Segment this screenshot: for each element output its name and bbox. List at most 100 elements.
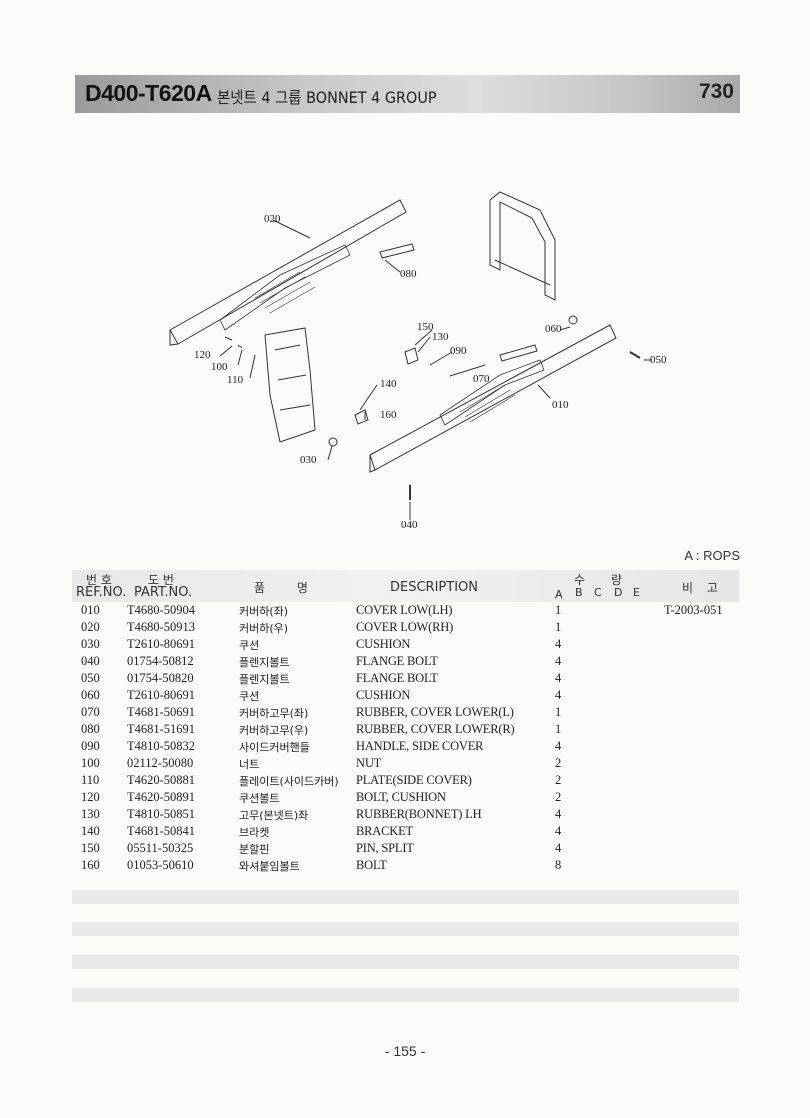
description-header: DESCRIPTION: [390, 580, 478, 595]
korean-name: 브라켓: [239, 826, 270, 839]
quantity: 1: [555, 705, 562, 719]
table-row: 140 T4681-50841 브라켓 BRACKET 4: [72, 823, 739, 840]
ref-no: 050: [81, 671, 100, 685]
quantity: 4: [555, 807, 562, 821]
remark: T-2003-051: [664, 603, 723, 617]
empty-row-stripe: [72, 988, 739, 1002]
group-title: 본넷트 4 그룹 BONNET 4 GROUP: [217, 88, 437, 107]
table-row: 010 T4680-50904 커버하(좌) COVER LOW(LH) 1 T…: [72, 602, 739, 619]
part-no: T4681-50841: [127, 824, 196, 838]
ref-no: 140: [81, 824, 100, 838]
table-row: 090 T4810-50832 사이드커버핸들 HANDLE, SIDE COV…: [72, 738, 739, 755]
quantity: 1: [555, 620, 562, 634]
part-no: T4681-51691: [127, 722, 196, 736]
ref-header: REF.NO.: [76, 585, 127, 600]
description: RUBBER(BONNET) LH: [356, 807, 482, 821]
table-row: 060 T2610-80691 쿠션 CUSHION 4: [72, 687, 739, 704]
description: COVER LOW(RH): [356, 620, 454, 634]
label-110: 110: [227, 374, 244, 386]
quantity: 1: [555, 603, 562, 617]
quantity: 2: [555, 756, 562, 770]
header-banner: D400-T620A 본넷트 4 그룹 BONNET 4 GROUP 730: [75, 75, 740, 113]
part-no: T2610-80691: [127, 688, 196, 702]
korean-name: 플렌지볼트: [239, 656, 290, 669]
empty-row-stripe: [72, 955, 739, 969]
ref-no: 100: [81, 756, 100, 770]
description: BOLT: [356, 858, 387, 872]
page-number: - 155 -: [384, 1043, 426, 1059]
korean-name: 커버하고무(좌): [239, 707, 309, 720]
part-no: T4680-50904: [127, 603, 196, 617]
table-row: 150 05511-50325 분할핀 PIN, SPLIT 4: [72, 840, 739, 857]
part-no: T2610-80691: [127, 637, 196, 651]
diagram-labels: 020 080 150 130 090 060 050 120 100 110 …: [194, 213, 667, 531]
table-row: 160 01053-50610 와셔붙임볼트 BOLT 8: [72, 857, 739, 874]
description: CUSHION: [356, 637, 411, 651]
qty-sub-a: A: [555, 588, 563, 601]
table-row: 130 T4810-50851 고무(본넷트)좌 RUBBER(BONNET) …: [72, 806, 739, 823]
korean-name: 너트: [239, 758, 260, 771]
table-header: 번 호 REF.NO. 도 번 PART.NO. 품 명 DESCRIPTION…: [72, 570, 739, 602]
qty-sub-c: C: [594, 586, 602, 599]
table-row: 110 T4620-50881 플레이트(사이드카버) PLATE(SIDE C…: [72, 772, 739, 789]
table-row: 050 01754-50820 플렌지볼트 FLANGE BOLT 4: [72, 670, 739, 687]
label-120: 120: [194, 349, 211, 361]
part-no: 01754-50812: [127, 654, 194, 668]
part-no: T4810-50851: [127, 807, 196, 821]
label-020: 020: [264, 213, 281, 225]
label-140: 140: [380, 378, 397, 390]
empty-row-stripe: [72, 890, 739, 904]
ref-no: 080: [81, 722, 100, 736]
quantity: 8: [555, 858, 562, 872]
quantity: 4: [555, 637, 562, 651]
label-010: 010: [552, 399, 569, 411]
label-040: 040: [401, 519, 418, 531]
ref-no: 020: [81, 620, 100, 634]
part-cover-lh-shape: [369, 324, 617, 473]
ref-no: 060: [81, 688, 100, 702]
description: COVER LOW(LH): [356, 603, 453, 617]
quantity: 2: [555, 773, 562, 787]
ref-no: 010: [81, 603, 100, 617]
label-060: 060: [545, 323, 562, 335]
part-no: T4620-50891: [127, 790, 196, 804]
ref-no: 030: [81, 637, 100, 651]
table-row: 120 T4620-50891 쿠션볼트 BOLT, CUSHION 2: [72, 789, 739, 806]
part-no: 05511-50325: [127, 841, 194, 855]
ref-no: 130: [81, 807, 100, 821]
part-rubber-shape-070: [499, 344, 538, 362]
part-kor-header: 도 번: [148, 573, 174, 587]
table-row: 020 T4680-50913 커버하(우) COVER LOW(RH) 1: [72, 619, 739, 636]
label-070: 070: [473, 373, 490, 385]
part-no: 01754-50820: [127, 671, 194, 685]
part-rubber-shape-080: [379, 243, 415, 259]
ref-no: 090: [81, 739, 100, 753]
ref-no: 070: [81, 705, 100, 719]
part-rops-frame-shape: [489, 191, 556, 301]
description: BOLT, CUSHION: [356, 790, 446, 804]
label-130: 130: [432, 331, 449, 343]
label-150: 150: [417, 321, 434, 333]
exploded-parts-diagram: 020 080 150 130 090 060 050 120 100 110 …: [169, 191, 667, 531]
label-080: 080: [400, 268, 417, 280]
ref-no: 120: [81, 790, 100, 804]
page-code: 730: [698, 80, 734, 103]
part-no: T4620-50881: [127, 773, 196, 787]
part-no: 01053-50610: [127, 858, 194, 872]
ref-no: 110: [81, 773, 100, 787]
description: PLATE(SIDE COVER): [356, 773, 472, 787]
empty-row-stripe: [72, 922, 739, 936]
table-row: 030 T2610-80691 쿠션 CUSHION 4: [72, 636, 739, 653]
qty-sub-d: D: [614, 586, 623, 599]
description: FLANGE BOLT: [356, 671, 438, 685]
part-header: PART.NO.: [134, 585, 193, 600]
table-row: 100 02112-50080 너트 NUT 2: [72, 755, 739, 772]
korean-name: 커버하(좌): [239, 605, 289, 618]
ref-no: 150: [81, 841, 100, 855]
part-side-plate-shape: [264, 327, 316, 443]
korean-name: 커버하고무(우): [239, 724, 309, 737]
quantity: 4: [555, 671, 562, 685]
korean-name: 분할핀: [239, 843, 270, 856]
quantity: 4: [555, 739, 562, 753]
quantity: 4: [555, 824, 562, 838]
